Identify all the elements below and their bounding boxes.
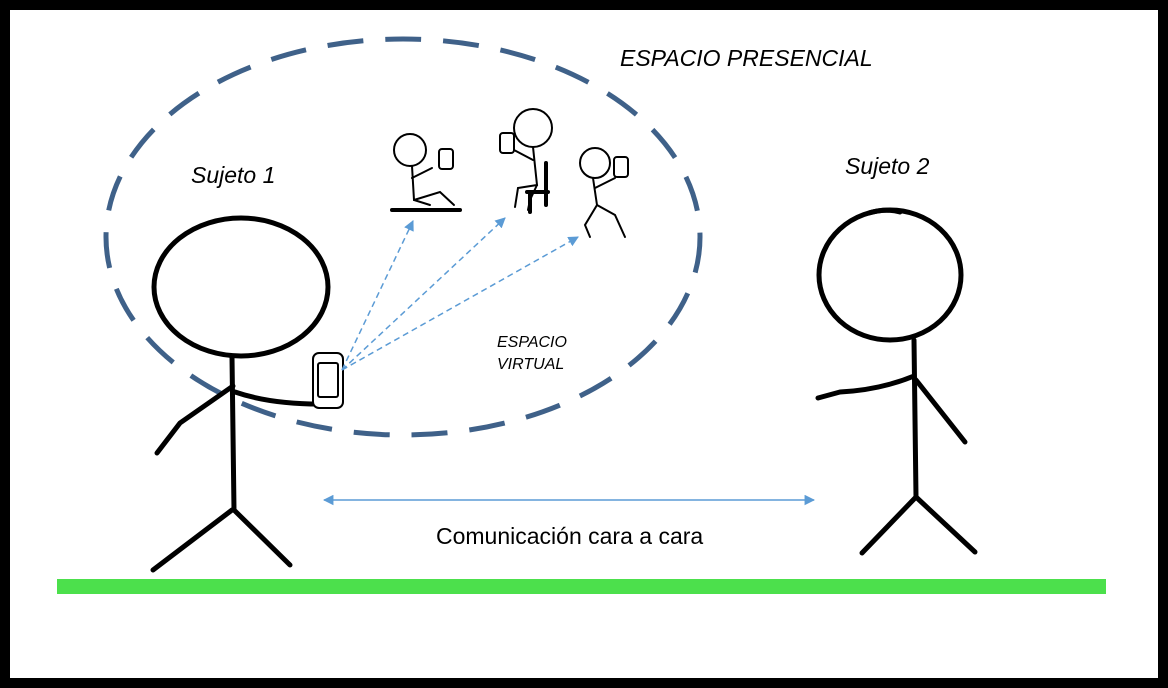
virtual-person-sitting-icon [390, 133, 462, 212]
arrow-to-person-2 [341, 217, 506, 371]
virtual-connection-arrows [341, 217, 579, 371]
virtual-person-walking-icon [579, 147, 629, 238]
arrow-to-person-3 [341, 236, 579, 371]
label-espacio-virtual-line1: ESPACIO [497, 334, 567, 351]
subject-2-figure [815, 207, 978, 556]
label-comunicacion-cara-a-cara: Comunicación cara a cara [436, 523, 704, 549]
mobile-phone-icon [312, 352, 344, 409]
subject-1-figure [150, 215, 331, 573]
label-espacio-presencial: ESPACIO PRESENCIAL [620, 45, 873, 71]
virtual-person-chair-icon [499, 108, 553, 214]
virtual-space-ellipse [103, 36, 703, 438]
ground-line [57, 579, 1106, 594]
arrow-to-person-1 [341, 220, 414, 371]
label-sujeto-2: Sujeto 2 [845, 153, 930, 179]
label-sujeto-1: Sujeto 1 [191, 162, 276, 188]
label-espacio-virtual-line2: VIRTUAL [497, 356, 565, 373]
